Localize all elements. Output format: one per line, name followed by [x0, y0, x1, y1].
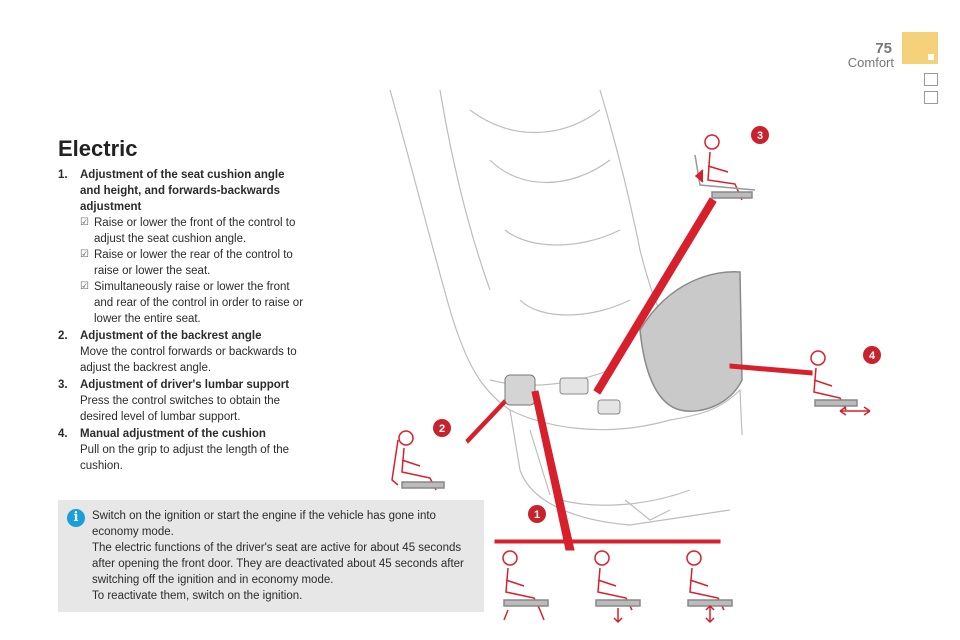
instruction-list: 1. Adjustment of the seat cushion angle … [58, 167, 308, 475]
step-number: 2. [58, 330, 68, 342]
seat-lift-pictogram-icon [686, 550, 733, 624]
step-heading: Adjustment of the seat cushion angle and… [80, 169, 285, 213]
seat-illustration: 1 2 3 4 [389, 89, 881, 624]
info-line: The electric functions of the driver's s… [92, 542, 464, 586]
lumbar-switch [559, 377, 589, 395]
badge-4: 4 [863, 346, 881, 364]
seat-control-switch [504, 374, 536, 406]
badge-label: 2 [439, 423, 445, 435]
step-text: Move the control forwards or backwards t… [80, 346, 297, 374]
badge-label: 4 [869, 350, 876, 362]
step-heading: Adjustment of driver's lumbar support [80, 379, 290, 391]
step-text: Pull on the grip to adjust the length of… [80, 444, 290, 472]
step-number: 4. [58, 428, 68, 440]
badge-label: 3 [757, 130, 763, 142]
step-heading: Adjustment of the backrest angle [80, 330, 262, 342]
cushion-pictogram-icon [810, 350, 871, 416]
tab-box [924, 73, 938, 86]
chapter-title: Comfort [847, 55, 894, 70]
cushion-extension [639, 271, 743, 412]
section-title: Electric [58, 136, 138, 161]
badge-2: 2 [433, 419, 451, 437]
backrest-pictogram-icon [391, 430, 445, 491]
step-bullet: Raise or lower the rear of the control t… [80, 247, 308, 279]
badge-label: 1 [534, 509, 540, 521]
page-number: 75 [875, 40, 892, 57]
info-line: Switch on the ignition or start the engi… [92, 510, 436, 538]
step-4: 4. Manual adjustment of the cushion Pull… [58, 426, 308, 474]
step-text: Press the control switches to obtain the… [80, 395, 281, 423]
step-bullet: Raise or lower the front of the control … [80, 215, 308, 247]
step-number: 1. [58, 169, 68, 181]
step-3: 3. Adjustment of driver's lumbar support… [58, 377, 308, 425]
chapter-tab [902, 32, 938, 64]
step-1: 1. Adjustment of the seat cushion angle … [58, 167, 308, 327]
backrest-switch [597, 399, 621, 415]
step-heading: Manual adjustment of the cushion [80, 428, 266, 440]
badge-3: 3 [751, 126, 769, 144]
tab-marker [928, 54, 934, 60]
info-line: To reactivate them, switch on the igniti… [92, 590, 303, 602]
tab-box [924, 91, 938, 104]
lumbar-pictogram-icon [694, 134, 756, 201]
seat-height-pictogram-icon [594, 550, 641, 624]
step-number: 3. [58, 379, 68, 391]
step-bullet: Simultaneously raise or lower the front … [80, 279, 308, 327]
badge-1: 1 [528, 505, 546, 523]
info-icon: i [67, 509, 85, 527]
cushion-angle-pictogram-icon [502, 550, 549, 621]
step-2: 2. Adjustment of the backrest angle Move… [58, 328, 308, 376]
callout-lines [465, 197, 813, 551]
info-note: i Switch on the ignition or start the en… [58, 500, 484, 612]
